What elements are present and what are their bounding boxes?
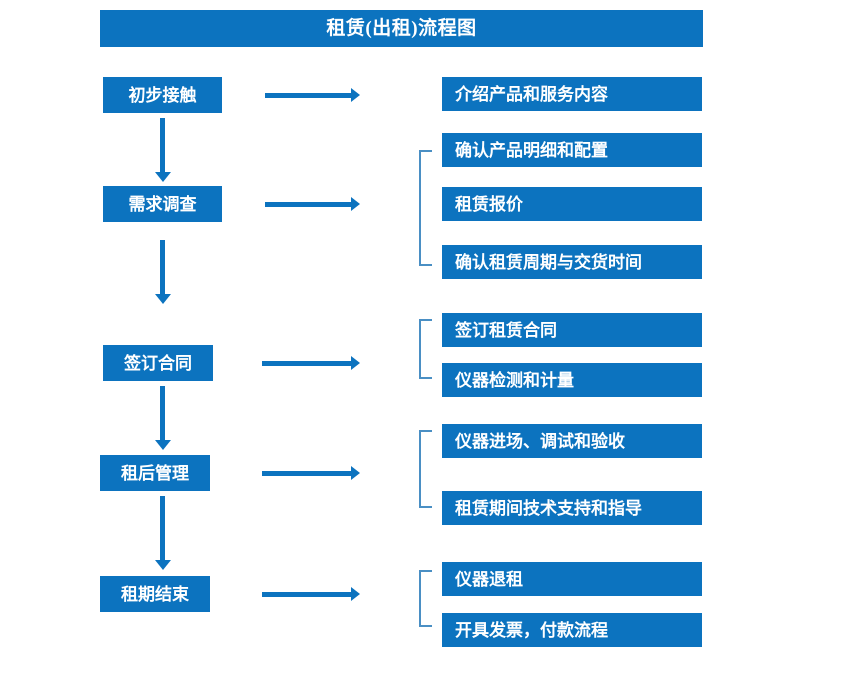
arrow-head	[155, 172, 171, 182]
stage-box-sign-contract[interactable]: 签订合同	[103, 345, 213, 381]
stage-label: 需求调查	[128, 194, 197, 214]
horizontal-arrow-requirements-survey	[265, 197, 360, 211]
detail-box-confirm-lease-period[interactable]: 确认租赁周期与交货时间	[442, 245, 702, 279]
vertical-arrow-management-to-lease-end	[155, 496, 171, 570]
arrow-shaft	[160, 240, 165, 294]
diagram-title: 租赁(出租)流程图	[326, 18, 477, 39]
group-bracket-post-lease-management	[419, 430, 432, 508]
vertical-arrow-contract-to-management	[155, 386, 171, 450]
detail-box-instrument-return[interactable]: 仪器退租	[442, 562, 702, 596]
arrow-head	[155, 294, 171, 304]
horizontal-arrow-post-lease-management	[262, 466, 360, 480]
arrow-head	[351, 466, 360, 480]
arrow-head	[351, 587, 360, 601]
detail-label: 开具发票，付款流程	[455, 620, 608, 640]
stage-label: 租后管理	[121, 463, 189, 483]
detail-box-introduce-products[interactable]: 介绍产品和服务内容	[442, 77, 702, 111]
arrow-shaft	[160, 386, 165, 440]
arrow-shaft	[160, 496, 165, 560]
stage-box-lease-end[interactable]: 租期结束	[100, 576, 210, 612]
detail-box-technical-support[interactable]: 租赁期间技术支持和指导	[442, 491, 702, 525]
detail-label: 确认租赁周期与交货时间	[455, 252, 642, 272]
detail-box-invoice-payment[interactable]: 开具发票，付款流程	[442, 613, 702, 647]
stage-box-initial-contact[interactable]: 初步接触	[103, 77, 222, 113]
arrow-head	[351, 356, 360, 370]
detail-label: 仪器检测和计量	[455, 370, 574, 390]
arrow-head	[155, 440, 171, 450]
stage-box-post-lease-management[interactable]: 租后管理	[100, 455, 210, 491]
horizontal-arrow-lease-end	[262, 587, 360, 601]
stage-label: 签订合同	[124, 353, 192, 373]
arrow-shaft	[160, 118, 165, 172]
vertical-arrow-survey-to-contract	[155, 240, 171, 304]
detail-label: 签订租赁合同	[455, 320, 557, 340]
arrow-head	[351, 88, 360, 102]
detail-box-lease-quotation[interactable]: 租赁报价	[442, 187, 702, 221]
detail-label: 确认产品明细和配置	[455, 140, 608, 160]
horizontal-arrow-initial-contact	[265, 88, 360, 102]
detail-label: 仪器进场、调试和验收	[455, 431, 625, 451]
stage-label: 租期结束	[121, 584, 189, 604]
detail-box-instrument-inspection[interactable]: 仪器检测和计量	[442, 363, 702, 397]
arrow-head	[155, 560, 171, 570]
detail-box-instrument-entry-commissioning[interactable]: 仪器进场、调试和验收	[442, 424, 702, 458]
arrow-shaft	[265, 202, 351, 207]
detail-label: 租赁期间技术支持和指导	[455, 498, 642, 518]
group-bracket-sign-contract	[419, 319, 432, 379]
arrow-shaft	[262, 471, 351, 476]
detail-label: 仪器退租	[455, 569, 523, 589]
horizontal-arrow-sign-contract	[262, 356, 360, 370]
stage-label: 初步接触	[128, 85, 197, 105]
group-bracket-lease-end	[419, 570, 432, 627]
arrow-shaft	[262, 592, 351, 597]
detail-box-sign-lease-contract[interactable]: 签订租赁合同	[442, 313, 702, 347]
diagram-title-bar: 租赁(出租)流程图	[100, 10, 703, 47]
arrow-shaft	[262, 361, 351, 366]
group-bracket-requirements-survey	[419, 150, 432, 266]
vertical-arrow-contact-to-survey	[155, 118, 171, 182]
detail-label: 租赁报价	[455, 194, 523, 214]
detail-box-confirm-product-details[interactable]: 确认产品明细和配置	[442, 133, 702, 167]
stage-box-requirements-survey[interactable]: 需求调查	[103, 186, 222, 222]
arrow-head	[351, 197, 360, 211]
detail-label: 介绍产品和服务内容	[455, 84, 608, 104]
arrow-shaft	[265, 93, 351, 98]
